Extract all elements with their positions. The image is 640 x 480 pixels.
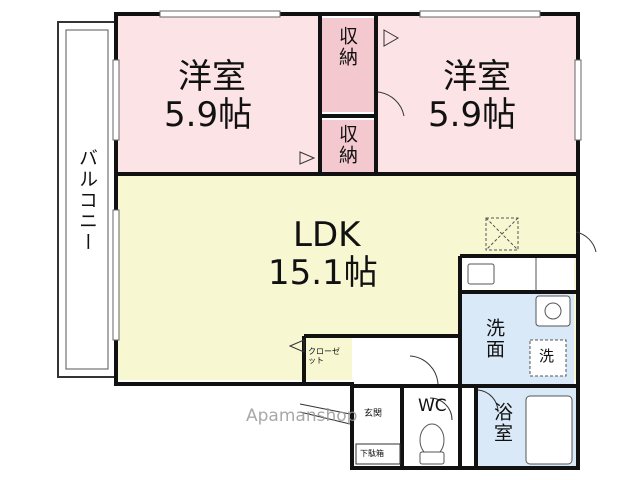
ldk-name: LDK bbox=[293, 215, 361, 255]
storage-upper-area bbox=[320, 18, 376, 112]
window-top-left bbox=[159, 10, 281, 18]
closet-door-icon bbox=[383, 29, 400, 47]
closet-door-icon-2 bbox=[299, 151, 316, 165]
washer-label: 洗 bbox=[539, 347, 555, 365]
shoe-box-label: 下駄箱 bbox=[360, 449, 384, 458]
balcony-area bbox=[57, 21, 117, 378]
windows bbox=[112, 10, 582, 341]
sanitary-fixtures bbox=[419, 395, 573, 465]
door-swing-wc bbox=[429, 397, 453, 421]
kitchen-fixtures bbox=[467, 217, 537, 290]
kitchen-sink-icon bbox=[467, 263, 495, 285]
bedroom-left-area bbox=[118, 16, 320, 172]
bedroom-right-area bbox=[376, 16, 576, 172]
door-swing-bath bbox=[477, 389, 499, 413]
washroom-fixtures bbox=[529, 295, 571, 377]
washbasin-icon bbox=[535, 295, 571, 327]
balcony-inner-rail bbox=[65, 29, 109, 370]
shoe-box-cabinet bbox=[355, 443, 401, 465]
bedroom-right-size: 5.9帖 bbox=[428, 95, 517, 135]
wc-label: WC bbox=[418, 396, 447, 416]
watermark: Apamanshop bbox=[246, 406, 358, 426]
window-right-bedroom bbox=[574, 59, 582, 141]
door-swing-bedroom-right bbox=[377, 91, 405, 117]
balcony-label: バルコニー bbox=[76, 148, 98, 253]
bedroom-left-name: 洋室 bbox=[178, 57, 246, 97]
entrance-details bbox=[299, 403, 401, 465]
storage-lower-area bbox=[320, 120, 376, 172]
outer-wall bbox=[114, 12, 580, 470]
storage-lower-label: 収納 bbox=[336, 124, 358, 166]
toilet-icon bbox=[419, 423, 445, 457]
window-left-bedroom bbox=[112, 59, 120, 141]
door-swing-ldk bbox=[575, 231, 597, 253]
bedroom-left-size: 5.9帖 bbox=[164, 95, 253, 135]
doors bbox=[288, 29, 597, 421]
storage-upper-label: 収納 bbox=[336, 26, 358, 68]
bedroom-right-name: 洋室 bbox=[443, 57, 511, 97]
bathtub-icon bbox=[525, 395, 573, 465]
ventilation-icon bbox=[485, 217, 519, 251]
closet-door-icon-3 bbox=[288, 339, 305, 353]
window-left-ldk bbox=[112, 209, 120, 341]
door-swing-entrance bbox=[409, 355, 439, 385]
washing-machine-icon bbox=[529, 339, 567, 377]
bath-label: 浴室 bbox=[491, 402, 513, 444]
window-top-right bbox=[419, 10, 541, 18]
closet-label: クローゼット bbox=[308, 347, 340, 365]
washroom-label: 洗面 bbox=[483, 318, 505, 360]
entrance-label: 玄関 bbox=[364, 409, 383, 419]
ldk-size: 15.1帖 bbox=[268, 253, 378, 293]
kitchen-counter bbox=[462, 258, 574, 290]
